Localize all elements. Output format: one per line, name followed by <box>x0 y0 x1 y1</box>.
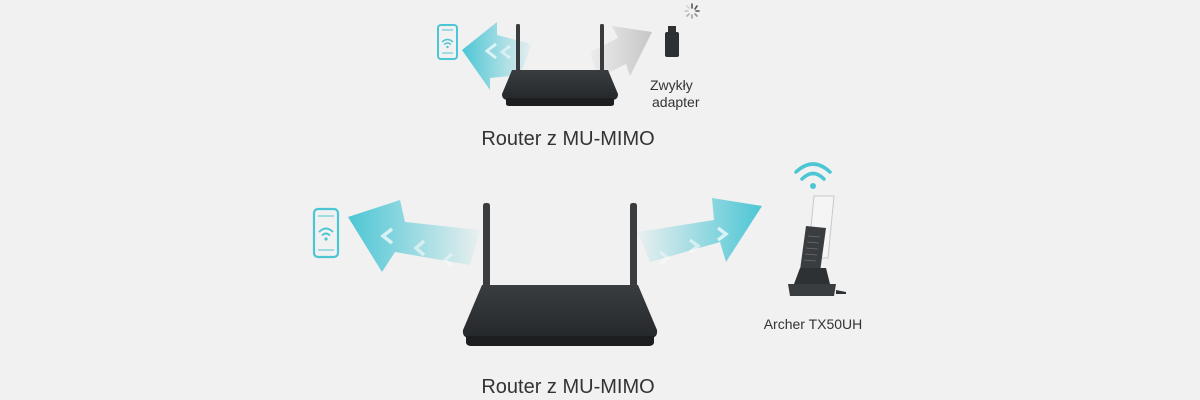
wifi-icon <box>318 227 334 241</box>
wifi-icon <box>441 38 454 49</box>
loading-icon <box>684 3 700 19</box>
top-scene: Zwykły adapter Router z MU-MIMO <box>437 3 700 150</box>
bottom-signal-arrow-right <box>638 198 762 266</box>
top-router-label: Router z MU-MIMO <box>481 128 654 150</box>
bottom-adapter-label: Archer TX50UH <box>764 316 863 332</box>
wifi-icon <box>794 162 832 189</box>
phone-icon <box>312 207 340 259</box>
phone-icon <box>437 24 458 60</box>
bottom-scene: Archer TX50UH Router z MU-MIMO <box>312 162 863 398</box>
top-adapter-label-line2: adapter <box>652 94 700 110</box>
top-adapter-label-line1: Zwykły <box>650 77 693 93</box>
archer-adapter-icon <box>788 195 846 296</box>
router-icon <box>462 203 658 346</box>
usb-adapter-icon <box>665 26 679 57</box>
router-icon <box>502 24 618 106</box>
top-signal-arrow-right <box>590 26 652 78</box>
bottom-router-label: Router z MU-MIMO <box>481 376 654 398</box>
bottom-signal-arrow-left <box>348 200 480 272</box>
